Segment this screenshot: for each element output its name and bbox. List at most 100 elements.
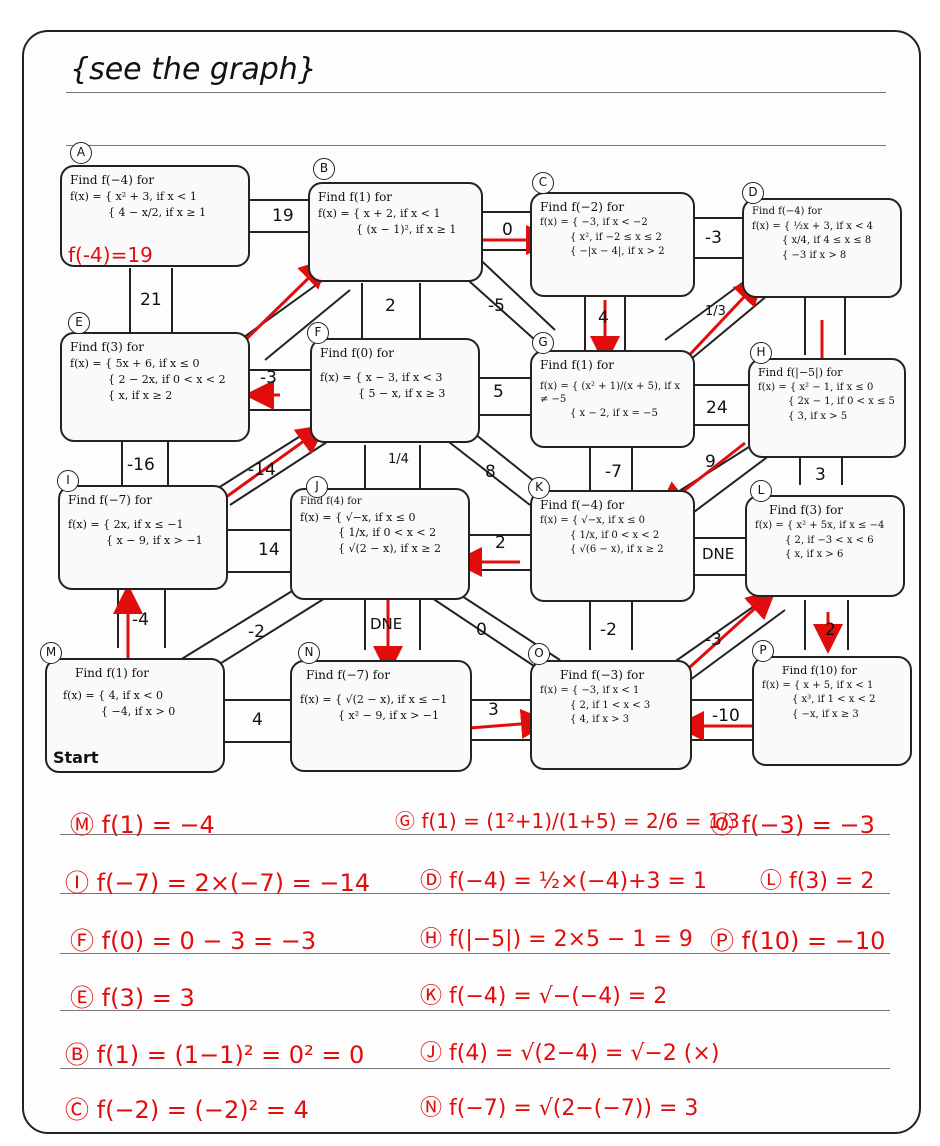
box-m: Find f(1) for f(x) = { 4, if x < 0 { −4,… [45,658,225,773]
answer-rule [60,893,890,894]
box-title: Find f(10) for [782,664,857,677]
box-def-line: { 2, if −3 < x < 6 [785,534,874,546]
answer-n: Ⓝ f(−7) = √(2−(−7)) = 3 [420,1096,699,1121]
label-c: C [532,172,554,194]
answer-p: Ⓟ f(10) = −10 [710,927,886,955]
label-n: N [298,642,320,664]
edge-value: 0 [502,220,513,240]
box-work: f(-4)=19 [68,243,153,267]
box-def-line: { 4, if x > 3 [570,714,630,725]
box-title: Find f(1) for [318,190,393,204]
box-g: Find f(1) for f(x) = { (x² + 1)/(x + 5),… [530,350,695,448]
edge-value: -3 [260,368,277,388]
box-def-line: { x² − 9, if x > −1 [338,708,440,722]
edge-value: -16 [127,455,155,475]
box-p: Find f(10) for f(x) = { x + 5, if x < 1 … [752,656,912,766]
box-title: Find f(−3) for [560,668,645,682]
box-def-line: { x − 9, if x > −1 [106,533,203,547]
box-def-line: { 2x − 1, if 0 < x ≤ 5 [788,396,895,408]
box-title: Find f(−7) for [306,668,391,682]
box-def-line: f(x) = { −3, if x < 1 [540,685,640,696]
edge-value: 21 [140,290,162,310]
box-n: Find f(−7) for f(x) = { √(2 − x), if x ≤… [290,660,472,772]
box-def-line: { x, if x ≥ 2 [108,388,173,402]
edge-value: -3 [705,228,722,248]
box-def-line: f(x) = { x² + 3, if x < 1 [70,190,197,203]
answer-m: Ⓜ f(1) = −4 [70,811,215,839]
box-title: Find f(−7) for [68,493,153,507]
edge-value: 19 [272,206,294,226]
box-def-line: { 5 − x, if x ≥ 3 [358,386,446,400]
edge-value: 0 [476,620,487,640]
edge-value: -10 [712,706,740,726]
box-title: Find f(−4) for [540,498,625,512]
edge-value: -14 [248,460,276,480]
box-def-line: f(x) = { (x² + 1)/(x + 5), if x ≠ −5 [540,381,680,405]
box-def-line: { −4, if x > 0 [101,704,176,718]
box-h: Find f(|−5|) for f(x) = { x² − 1, if x ≤… [748,358,906,458]
edge-value: -2 [248,622,265,642]
answer-o: Ⓞ f(−3) = −3 [710,811,875,839]
label-h: H [750,342,772,364]
label-i: I [57,470,79,492]
edge-value: DNE [702,545,735,563]
box-def-line: f(x) = { 2x, if x ≤ −1 [68,518,184,531]
edge-value: 4 [252,710,263,730]
box-f: Find f(0) for f(x) = { x − 3, if x < 3 {… [310,338,480,443]
edge-value: 2 [495,533,506,553]
box-b: Find f(1) for f(x) = { x + 2, if x < 1 {… [308,182,483,282]
box-k: Find f(−4) for f(x) = { √−x, if x ≤ 0 { … [530,490,695,602]
box-o: Find f(−3) for f(x) = { −3, if x < 1 { 2… [530,660,692,770]
box-def-line: { 1/x, if 0 < x < 2 [570,529,660,541]
box-def-line: { x², if −2 ≤ x ≤ 2 [570,231,662,243]
answer-f: Ⓕ f(0) = 0 − 3 = −3 [70,927,317,955]
label-l: L [750,480,772,502]
box-def-line: { 1/x, if 0 < x < 2 [338,526,437,540]
answer-j: Ⓙ f(4) = √(2−4) = √−2 (×) [420,1041,720,1066]
box-title: Find f(0) for [320,346,395,360]
edge-value: -2 [600,620,617,640]
edge-value: 2 [825,620,836,640]
box-def-line: { x, if x > 6 [785,549,844,560]
box-e: Find f(3) for f(x) = { 5x + 6, if x ≤ 0 … [60,332,250,442]
box-def-line: { 2 − 2x, if 0 < x < 2 [108,372,226,386]
edge-value: -5 [488,296,505,316]
answer-l: Ⓛ f(3) = 2 [760,869,875,894]
header-rule [66,92,886,93]
label-k: K [528,477,550,499]
label-e: E [68,312,90,334]
box-def-line: f(x) = { −3, if x < −2 [540,217,648,228]
box-def-line: { √(6 − x), if x ≥ 2 [570,544,664,555]
answer-k: Ⓚ f(−4) = √−(−4) = 2 [420,984,668,1009]
box-a: Find f(−4) for f(x) = { x² + 3, if x < 1… [60,165,250,267]
edge-value: 4 [598,308,609,328]
answer-d: Ⓓ f(−4) = ½×(−4)+3 = 1 [420,869,707,894]
box-l: Find f(3) for f(x) = { x² + 5x, if x ≤ −… [745,495,905,597]
answer-rule [60,1010,890,1011]
box-def-line: f(x) = { 5x + 6, if x ≤ 0 [70,357,200,370]
box-title: Find f(−4) for [752,206,823,217]
box-def-line: f(x) = { x + 2, if x < 1 [318,207,441,220]
label-a: A [70,142,92,164]
box-def-line: { x − 2, if x = −5 [570,408,658,419]
edge-value: 14 [258,540,280,560]
label-f: F [307,322,329,344]
box-def-line: { x³, if 1 < x < 2 [792,694,876,706]
box-def-line: { −3 if x > 8 [782,249,847,261]
box-title: Find f(1) for [540,358,615,372]
box-def-line: { (x − 1)², if x ≥ 1 [356,222,457,236]
box-def-line: { −|x − 4|, if x > 2 [570,246,665,257]
edge-value: 3 [815,465,826,485]
box-def-line: { 4 − x/2, if x ≥ 1 [108,205,207,219]
box-title: Find f(|−5|) for [758,366,843,379]
edge-value: 5 [493,382,504,402]
box-def-line: { x/4, if 4 ≤ x ≤ 8 [782,235,872,246]
start-label: Start [53,748,99,767]
box-def-line: f(x) = { 4, if x < 0 [63,689,164,702]
box-i: Find f(−7) for f(x) = { 2x, if x ≤ −1 { … [58,485,228,590]
box-def-line: f(x) = { x² − 1, if x ≤ 0 [758,381,874,393]
edge-value: -3 [705,630,722,650]
answer-rule [60,834,890,835]
answer-e: Ⓔ f(3) = 3 [70,984,195,1012]
